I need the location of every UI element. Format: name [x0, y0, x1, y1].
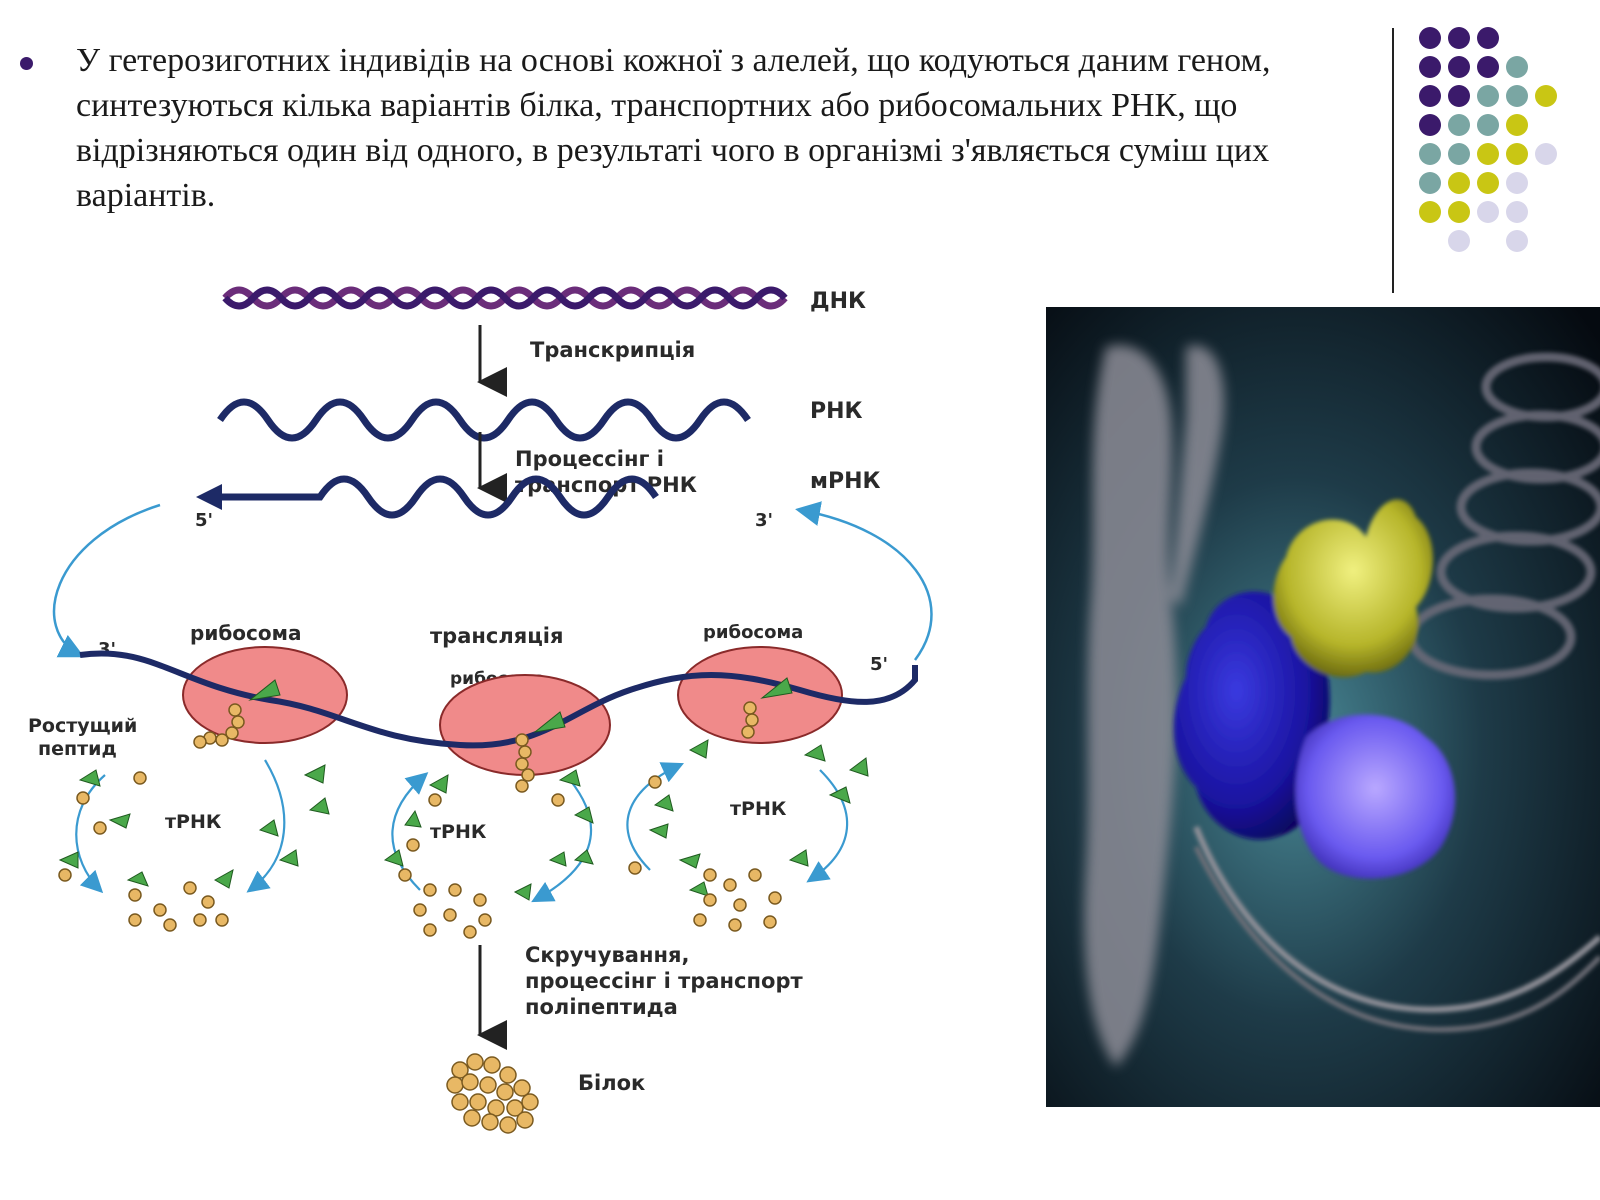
translated-mrna-strand-icon: [79, 650, 918, 749]
bullet-dot-icon: [20, 57, 33, 70]
decor-dot: [1448, 230, 1470, 252]
label-trna-left: тРНК: [165, 811, 222, 833]
label-peptide-line2: пептид: [38, 738, 117, 760]
decor-dot: [1477, 85, 1499, 107]
decor-dot: [1506, 143, 1528, 165]
decor-dot: [1477, 172, 1499, 194]
label-folding-line3: поліпептида: [525, 995, 678, 1019]
decor-dot: [1477, 143, 1499, 165]
decor-dot: [1448, 85, 1470, 107]
decor-dot: [1419, 27, 1441, 49]
label-trna-right: тРНК: [730, 798, 787, 820]
decor-dot: [1419, 56, 1441, 78]
dna-strand-shape: [1193, 825, 1600, 1013]
decor-dot: [1535, 85, 1557, 107]
protein-globule-icon: [446, 1053, 539, 1134]
growing-peptide-chain-icon: [193, 701, 759, 793]
label-transcription: Транскрипція: [530, 338, 695, 362]
decor-dot: [1477, 27, 1499, 49]
decor-dot: [1419, 201, 1441, 223]
label-protein: Білок: [578, 1071, 645, 1095]
free-trna-icons: [58, 739, 869, 901]
label-processing-line1: Процессінг і: [515, 447, 664, 471]
label-mrna: мРНК: [810, 469, 881, 494]
label-folding-line1: Скручування,: [525, 943, 689, 967]
decor-dot: [1419, 85, 1441, 107]
mrna-strand-icon: [196, 475, 659, 519]
decor-dot: [1448, 56, 1470, 78]
decor-dot: [1535, 143, 1557, 165]
loop-arrow-left-icon: [52, 503, 161, 658]
dna-helix-icon: [222, 286, 788, 310]
label-ribosome-right: рибосома: [703, 622, 803, 643]
decor-dot: [1477, 201, 1499, 223]
decor-dot: [1506, 56, 1528, 78]
decor-dot: [1506, 172, 1528, 194]
decor-dot: [1506, 230, 1528, 252]
decorative-dot-grid: [1419, 27, 1557, 252]
ribosome-trna-icon: [248, 677, 793, 733]
molecular-illustration-image: [1046, 307, 1600, 1107]
decor-dot: [1506, 201, 1528, 223]
decor-dot: [1477, 56, 1499, 78]
label-dna: ДНК: [810, 289, 866, 314]
decor-dot: [1448, 143, 1470, 165]
chromosome-shape: [1084, 345, 1225, 1067]
decor-dot: [1419, 114, 1441, 136]
decor-dot: [1419, 172, 1441, 194]
label-translation: трансляція: [430, 624, 563, 648]
decor-dot: [1448, 172, 1470, 194]
decor-dot: [1419, 143, 1441, 165]
loop-arrow-right-icon: [795, 501, 933, 661]
bullet-text: У гетерозиготних індивідів на основі кож…: [76, 42, 1271, 214]
label-3-prime-right: 3': [755, 510, 773, 531]
decor-dot: [1448, 201, 1470, 223]
label-5-prime-right: 5': [870, 654, 888, 675]
label-folding-line2: процессінг і транспорт: [525, 969, 803, 993]
label-peptide-line1: Ростущий: [28, 715, 137, 737]
free-amino-acid-icons: [58, 771, 782, 939]
label-rna: РНК: [810, 399, 863, 424]
decor-dot: [1448, 114, 1470, 136]
trna-cycle-arrows-icon: [75, 759, 849, 903]
label-ribosome-left: рибосома: [190, 621, 301, 645]
decor-dot: [1448, 27, 1470, 49]
label-5-prime-left: 5': [195, 510, 213, 531]
decor-dot: [1506, 85, 1528, 107]
decorative-divider: [1392, 28, 1394, 293]
ribosome-right-icon: [677, 646, 843, 744]
label-trna-center: тРНК: [430, 821, 487, 843]
rna-strand-icon: [217, 398, 751, 442]
decor-dot: [1506, 114, 1528, 136]
protein-complex-shape: [1174, 499, 1456, 879]
protein-synthesis-diagram: ДНК Транскрипція РНК Процессінг і трансп…: [28, 286, 933, 1134]
decor-dot: [1477, 114, 1499, 136]
